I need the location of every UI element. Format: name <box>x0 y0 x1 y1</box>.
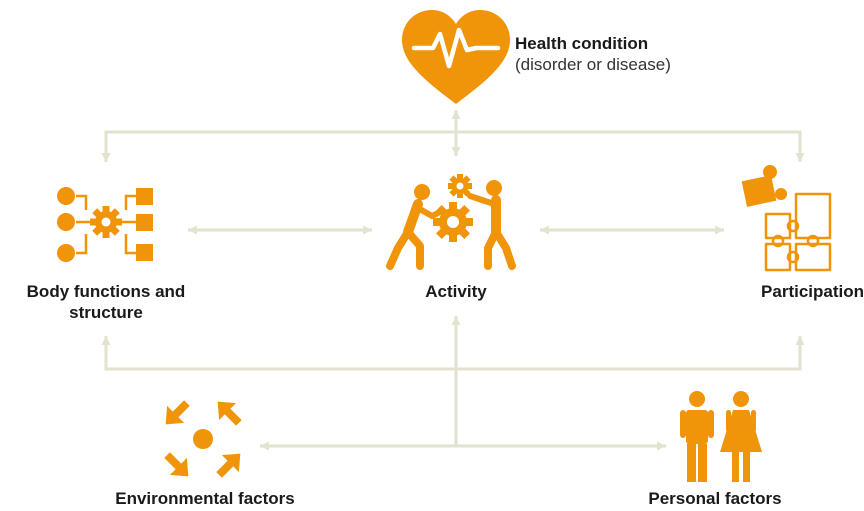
man-and-woman-icon <box>680 391 762 482</box>
heart-pulse-icon <box>402 10 510 104</box>
connector-context-participation <box>456 336 805 371</box>
participation-label: Participation <box>761 282 864 301</box>
health-condition-subtitle: (disorder or disease) <box>515 55 671 74</box>
puzzle-pieces-icon <box>741 165 832 272</box>
body-functions-label: Body functions and structure <box>0 281 212 323</box>
activity-label: Activity <box>425 282 487 301</box>
personal-factors-label: Personal factors <box>648 489 782 508</box>
health-condition-label: Health condition (disorder or disease) <box>515 33 671 75</box>
health-condition-title: Health condition <box>515 34 649 53</box>
body-functions-line2: structure <box>69 303 143 322</box>
connector-health-body <box>101 130 456 162</box>
connector-health-participation <box>456 130 805 162</box>
body-functions-line1: Body functions and <box>26 282 186 301</box>
body-functions-network-icon <box>57 187 153 262</box>
environmental-factors-label: Environmental factors <box>115 489 295 508</box>
connectors <box>101 110 805 451</box>
people-with-gears-icon <box>386 174 516 270</box>
connector-context-body <box>101 336 456 371</box>
inward-arrows-icon <box>164 400 242 478</box>
